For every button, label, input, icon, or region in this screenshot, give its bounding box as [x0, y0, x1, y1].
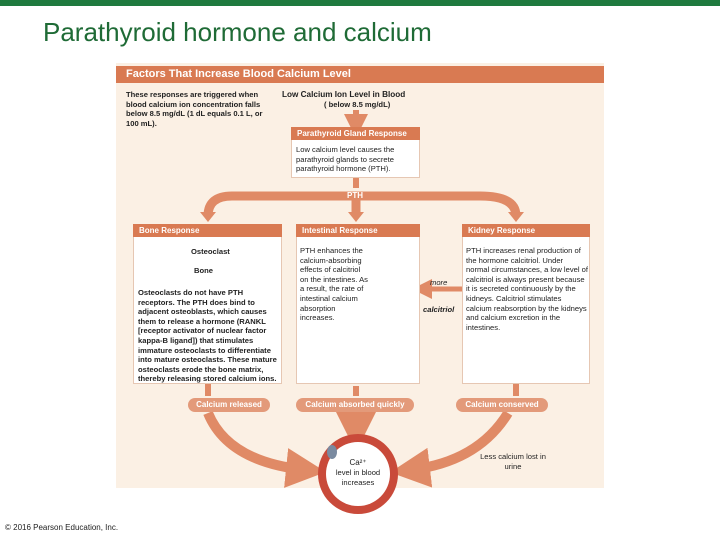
kidney-response-header: Kidney Response: [462, 224, 590, 237]
parathyroid-response-header: Parathyroid Gland Response: [291, 127, 420, 140]
slide-title: Parathyroid hormone and calcium: [43, 17, 432, 47]
intestinal-response-text: PTH enhances the calcium-absorbing effec…: [300, 246, 368, 323]
osteoclast-label: Osteoclast: [191, 247, 230, 256]
copyright-footer: © 2016 Pearson Education, Inc.: [5, 523, 119, 532]
arrow-released-to-blood: [203, 410, 326, 488]
blood-ion-label: Ca²⁺: [349, 458, 367, 467]
urine-note: Less calcium lost in urine: [480, 452, 546, 471]
figure-header: Factors That Increase Blood Calcium Leve…: [116, 66, 604, 83]
kidney-response-box: [462, 224, 590, 384]
low-level-title: Low Calcium Ion Level in Blood: [282, 90, 406, 99]
calcitriol-label: calcitriol: [423, 305, 455, 314]
more-label: more: [430, 278, 448, 287]
intro-text: These responses are triggered when blood…: [126, 90, 263, 128]
parathyroid-response-text: Low calcium level causes the parathyroid…: [296, 145, 395, 174]
bone-response-box: [133, 224, 282, 384]
low-level-sub: ( below 8.5 mg/dL): [324, 100, 391, 109]
calcium-released-label: Calcium released: [188, 398, 270, 412]
blood-level-text: level in blood increases: [335, 468, 381, 487]
arrow-conserved-to-blood: [390, 410, 513, 488]
top-accent-bar: [0, 0, 720, 6]
bone-response-text: Osteoclasts do not have PTH receptors. T…: [138, 288, 277, 384]
intestinal-response-header: Intestinal Response: [296, 224, 420, 237]
pth-label: PTH: [347, 191, 363, 200]
intestinal-response-box: [296, 224, 420, 384]
bone-response-header: Bone Response: [133, 224, 282, 237]
calcium-absorbed-label: Calcium absorbed quickly: [296, 398, 414, 412]
kidney-response-text: PTH increases renal production of the ho…: [466, 246, 588, 332]
bone-label: Bone: [194, 266, 213, 275]
calcium-conserved-label: Calcium conserved: [456, 398, 548, 412]
